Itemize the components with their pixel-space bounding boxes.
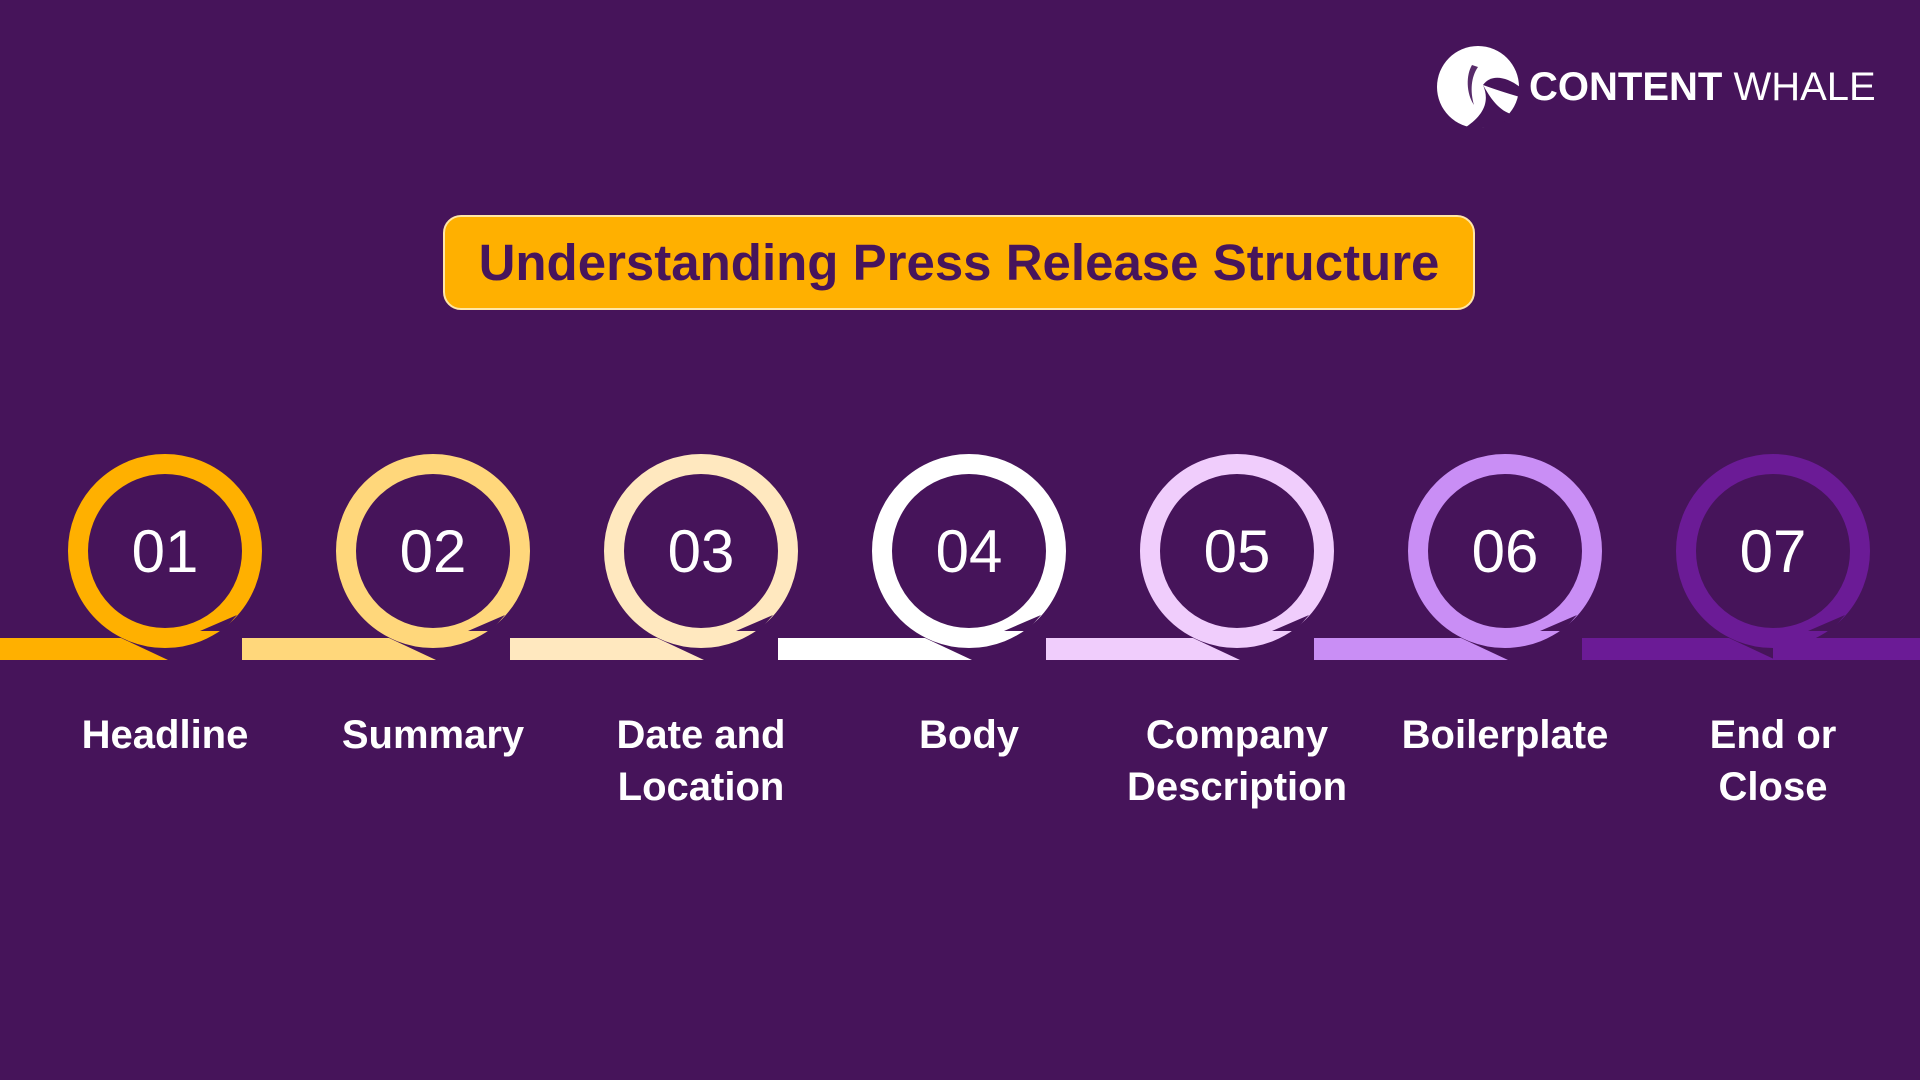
step-4-number: 04	[936, 518, 1003, 585]
step-6-number: 06	[1472, 518, 1539, 585]
step-6-ring	[1408, 454, 1602, 648]
step-5-notch	[1272, 615, 1309, 631]
step-7-label-line-1: End or	[1710, 713, 1837, 757]
step-4-ring	[872, 454, 1066, 648]
step-5-number: 05	[1204, 518, 1271, 585]
step-3-number: 03	[668, 518, 735, 585]
brand-name-bold: CONTENT	[1529, 65, 1723, 109]
step-4-notch	[1004, 615, 1041, 631]
step-3-label-line-1: Date and	[617, 713, 786, 757]
step-7-tail	[1773, 638, 1920, 660]
step-3-notch	[736, 615, 773, 631]
brand-name: CONTENT WHALE	[1529, 67, 1876, 107]
step-2-connector	[242, 638, 436, 660]
step-7-number: 07	[1740, 518, 1807, 585]
page-title: Understanding Press Release Structure	[478, 234, 1440, 291]
step-5-label-line-1: Company	[1146, 713, 1329, 757]
step-5-ring	[1140, 454, 1334, 648]
step-1-number: 01	[132, 518, 199, 585]
step-7-connector	[1582, 638, 1776, 660]
brand-logo: CONTENT WHALE	[1436, 44, 1876, 130]
step-4-connector	[778, 638, 972, 660]
whale-logo-icon	[1437, 46, 1520, 129]
step-2-ring	[336, 454, 530, 648]
step-2-notch	[468, 615, 505, 631]
step-6-connector	[1314, 638, 1508, 660]
brand-name-light: WHALE	[1733, 65, 1876, 109]
step-5-label-line-2: Description	[1127, 765, 1347, 809]
step-4-label-line-1: Body	[919, 713, 1020, 757]
step-6-label-line-1: Boilerplate	[1402, 713, 1609, 757]
step-5-connector	[1046, 638, 1240, 660]
step-3-ring	[604, 454, 798, 648]
title-banner: Understanding Press Release Structure	[443, 215, 1475, 310]
step-3-connector	[510, 638, 704, 660]
step-7-notch	[1808, 615, 1845, 631]
step-2-number: 02	[400, 518, 467, 585]
step-3-label-line-2: Location	[618, 765, 785, 809]
step-7-label-line-2: Close	[1719, 765, 1828, 809]
step-2-label-line-1: Summary	[342, 713, 525, 757]
step-6-notch	[1540, 615, 1577, 631]
step-1-label-line-1: Headline	[82, 713, 249, 757]
step-1-notch	[200, 615, 237, 631]
step-1-connector	[0, 638, 168, 660]
step-1-ring	[68, 454, 262, 648]
